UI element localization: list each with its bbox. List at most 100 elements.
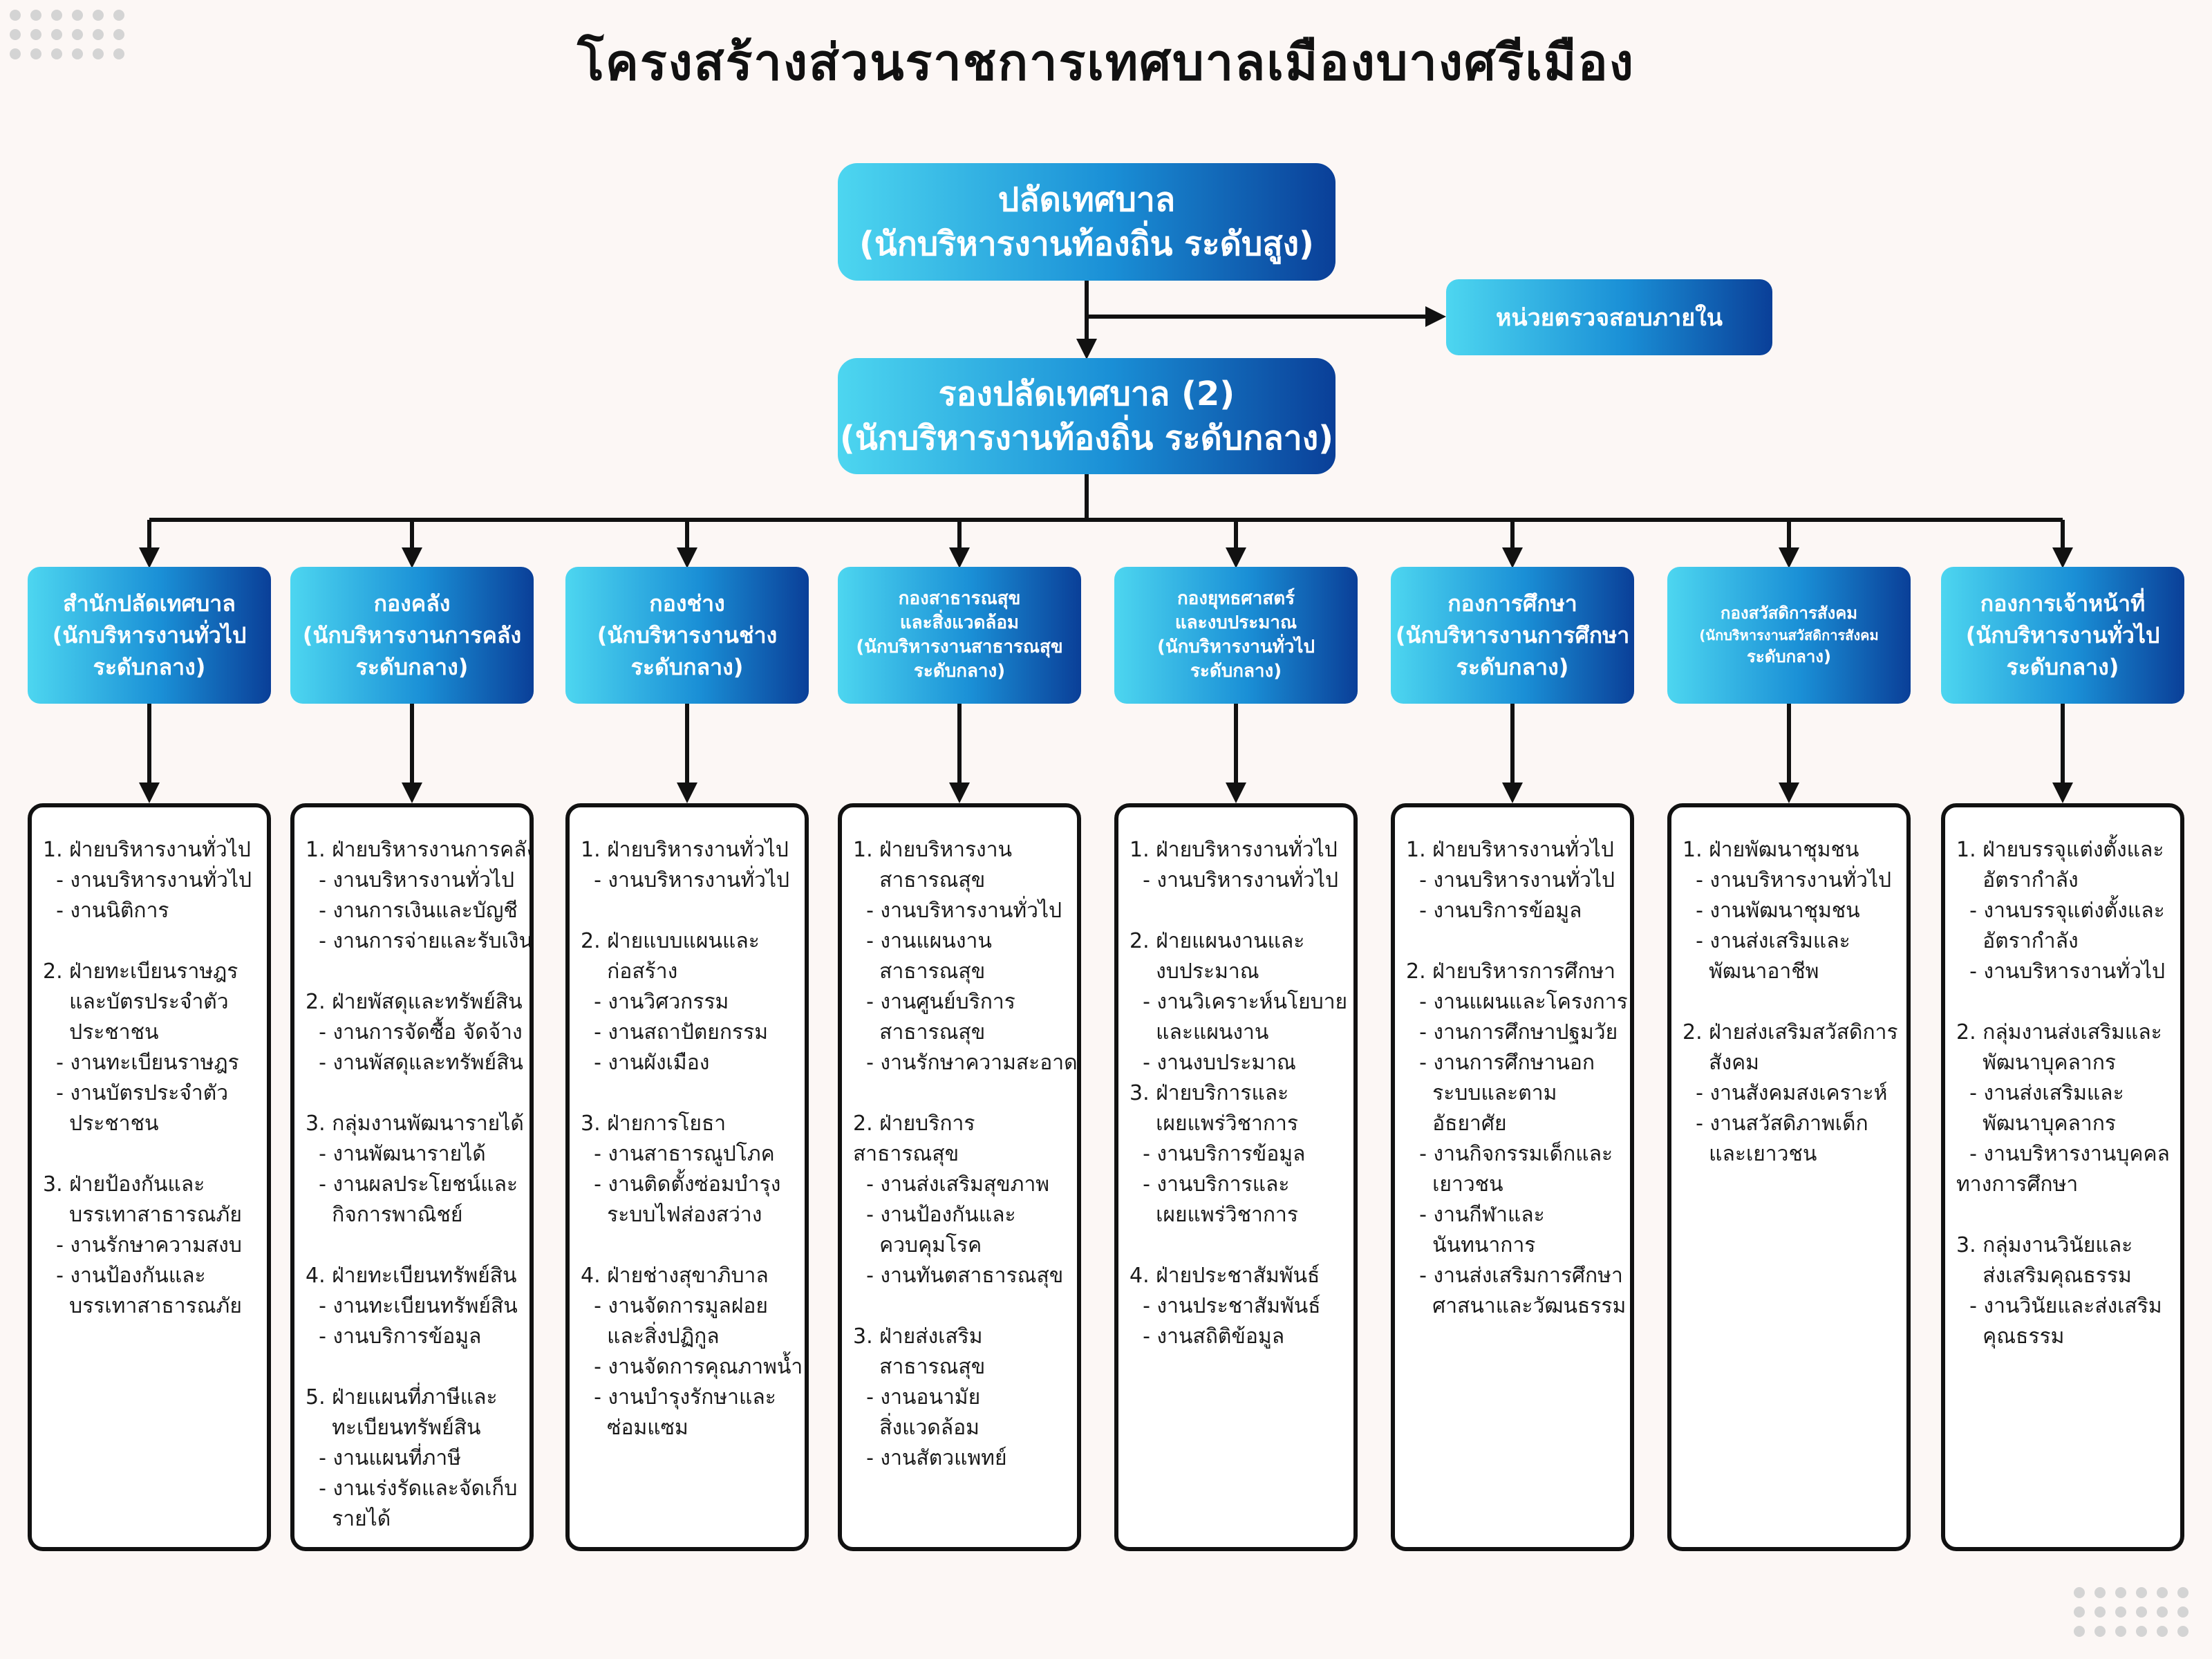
deputy-subtitle: (นักบริหารงานท้องถิ่น ระดับกลาง): [839, 419, 1334, 458]
task-line: 3. กลุ่มงานพัฒนารายได้: [306, 1112, 524, 1136]
task-line: [1683, 987, 1901, 1018]
task-line: สาธารณสุข: [853, 1355, 986, 1379]
task-line: กิจการพาณิชย์: [306, 1203, 463, 1227]
task-line: - งานนิติการ: [43, 899, 169, 923]
task-line: 1. ฝ่ายบริหารงานทั่วไป: [1130, 838, 1338, 862]
task-line: และแผนงาน: [1130, 1020, 1269, 1044]
task-line: - งานประชาสัมพันธ์: [1130, 1294, 1321, 1318]
task-line: - งานบริการข้อมูล: [1406, 899, 1582, 923]
task-line: - งานบริหารงานทั่วไป: [853, 899, 1062, 923]
task-line: 2. กลุ่มงานส่งเสริมและ: [1956, 1020, 2162, 1044]
task-line: [306, 1230, 524, 1261]
task-line: [581, 1078, 799, 1109]
task-line: ทางการศึกษา: [1956, 1172, 2079, 1197]
task-line: เยาวชน: [1406, 1172, 1503, 1197]
dept-title-line: ระดับกลาง): [1190, 661, 1282, 682]
task-line: - งานการจัดซื้อ จัดจ้าง: [306, 1020, 523, 1044]
task-line: - งานบริการและ: [1130, 1172, 1290, 1197]
task-list-engineering: 1. ฝ่ายบริหารงานทั่วไป - งานบริหารงานทั่…: [565, 803, 809, 1551]
task-line: - งานกิจกรรมเด็กและ: [1406, 1142, 1613, 1166]
dept-box-personnel: กองการเจ้าหน้าที่(นักบริหารงานทั่วไประดั…: [1941, 567, 2184, 704]
internal-audit-label: หน่วยตรวจสอบภายใน: [1495, 304, 1723, 332]
task-line: [43, 1139, 261, 1170]
task-line: - งานวิศวกรรม: [581, 990, 729, 1014]
task-line: - งานแผนงาน: [853, 929, 992, 953]
task-line: - งานการจ่ายและรับเงิน: [306, 929, 533, 953]
dept-title-line: กองยุทธศาสตร์: [1177, 588, 1295, 609]
task-line: - งานบำรุงรักษาและ: [581, 1385, 776, 1409]
task-line: [1130, 896, 1348, 926]
dept-title-line: กองการศึกษา: [1447, 590, 1577, 617]
task-line: - งานบรรจุแต่งตั้งและ: [1956, 899, 2165, 923]
task-line: พัฒนาบุคลากร: [1956, 1051, 2116, 1075]
task-line: - งานบริหารงานทั่วไป: [306, 868, 515, 892]
decorative-dots-top-left: [10, 10, 124, 59]
dept-title-line: และสิ่งแวดล้อม: [899, 612, 1020, 633]
dept-title-line: (นักบริหารงานสาธารณสุข: [856, 637, 1063, 657]
dept-title-line: กองสาธารณสุข: [898, 588, 1021, 609]
task-line: - งานบริหารงานทั่วไป: [1406, 868, 1615, 892]
task-line: อัตรากำลัง: [1956, 929, 2079, 953]
dept-title-line: กองคลัง: [373, 590, 451, 617]
task-line: งบประมาณ: [1130, 959, 1259, 984]
dept-title-line: ระดับกลาง): [913, 661, 1006, 682]
task-line: ระบบไฟส่องสว่าง: [581, 1203, 762, 1227]
task-line: - งานอนามัย: [853, 1385, 981, 1409]
task-line: 1. ฝ่ายบริหารงานทั่วไป: [1406, 838, 1614, 862]
task-line: - งานบริหารงานทั่วไป: [1956, 959, 2166, 984]
task-line: บรรเทาสาธารณภัย: [43, 1294, 242, 1318]
task-line: - งานพัฒนารายได้: [306, 1142, 486, 1166]
task-line: 1. ฝ่ายบริหารงานทั่วไป: [581, 838, 789, 862]
task-line: - งานเร่งรัดและจัดเก็บ: [306, 1477, 518, 1501]
task-line: - งานติดตั้งซ่อมบำรุง: [581, 1172, 781, 1197]
task-line: - งานพัฒนาชุมชน: [1683, 899, 1860, 923]
task-line: [306, 1078, 524, 1109]
task-line: - งานวิเคราะห์นโยบาย: [1130, 990, 1348, 1014]
task-line: และเยาวชน: [1683, 1142, 1817, 1166]
dept-title-line: ระดับกลาง): [355, 654, 469, 680]
dept-title-line: (นักบริหารงานทั่วไป: [1965, 622, 2160, 648]
dept-title-line: ระดับกลาง): [93, 654, 206, 680]
task-line: สาธารณสุข: [853, 1020, 986, 1044]
task-line: - งานผังเมือง: [581, 1051, 710, 1075]
page-title: โครงสร้างส่วนราชการเทศบาลเมืองบางศรีเมือ…: [577, 33, 1635, 91]
task-line: - งานส่งเสริมและ: [1956, 1081, 2124, 1105]
task-line: 3. กลุ่มงานวินัยและ: [1956, 1233, 2133, 1257]
dept-title-line: (นักบริหารงานทั่วไป: [52, 622, 247, 648]
task-line: - งานแผนที่ภาษี: [306, 1446, 462, 1470]
task-line: [853, 1078, 1071, 1109]
task-line: - งานรักษาความสงบ: [43, 1233, 242, 1257]
task-line: [1956, 1200, 2175, 1230]
task-line: ทะเบียนทรัพย์สิน: [306, 1416, 481, 1440]
task-line: อัตรากำลัง: [1956, 868, 2079, 892]
dept-box-public-health: กองสาธารณสุขและสิ่งแวดล้อม (นักบริหารงานส…: [838, 567, 1081, 704]
task-line: [581, 1230, 799, 1261]
task-line: 2. ฝ่ายแบบแผนและ: [581, 929, 760, 953]
task-line: - งานการศึกษานอก: [1406, 1051, 1595, 1075]
dept-title-line: กองช่าง: [649, 590, 725, 617]
task-line: 1. ฝ่ายบริหารงาน: [853, 838, 1013, 862]
task-list-finance: 1. ฝ่ายบริหารงานการคลัง - งานบริหารงานทั…: [290, 803, 534, 1551]
task-line: เผยแพร่วิชาการ: [1130, 1112, 1298, 1136]
task-line: - งานวินัยและส่งเสริม: [1956, 1294, 2162, 1318]
task-line: สาธารณสุข: [853, 868, 986, 892]
dept-title-line: และงบประมาณ: [1174, 612, 1297, 633]
task-line: [1130, 1230, 1348, 1261]
task-line: - งานบัตรประจำตัว: [43, 1081, 229, 1105]
task-line: - งานแผนและโครงการ: [1406, 990, 1628, 1014]
task-line: [306, 1352, 524, 1382]
task-line: ก่อสร้าง: [581, 959, 678, 984]
task-line: 3. ฝ่ายบริการและ: [1130, 1081, 1289, 1105]
dept-box-strategy-budget: กองยุทธศาสตร์และงบประมาณ(นักบริหารงานทั่…: [1114, 567, 1358, 704]
task-line: - งานการเงินและบัญชี: [306, 899, 518, 923]
task-line: ประชาชน: [43, 1112, 159, 1136]
task-list-social-welfare: 1. ฝ่ายพัฒนาชุมชน - งานบริหารงานทั่วไป -…: [1667, 803, 1911, 1551]
dept-title-line: กองการเจ้าหน้าที่: [1980, 590, 2146, 617]
task-line: ระบบและตาม: [1406, 1081, 1557, 1105]
task-list-education: 1. ฝ่ายบริหารงานทั่วไป - งานบริหารงานทั่…: [1391, 803, 1634, 1551]
dept-title-line: (นักบริหารงานการศึกษา: [1395, 622, 1630, 648]
task-line: 3. ฝ่ายส่งเสริม: [853, 1324, 983, 1349]
task-line: - งานการศึกษาปฐมวัย: [1406, 1020, 1618, 1044]
task-line: - งานส่งเสริมการศึกษา: [1406, 1264, 1623, 1288]
